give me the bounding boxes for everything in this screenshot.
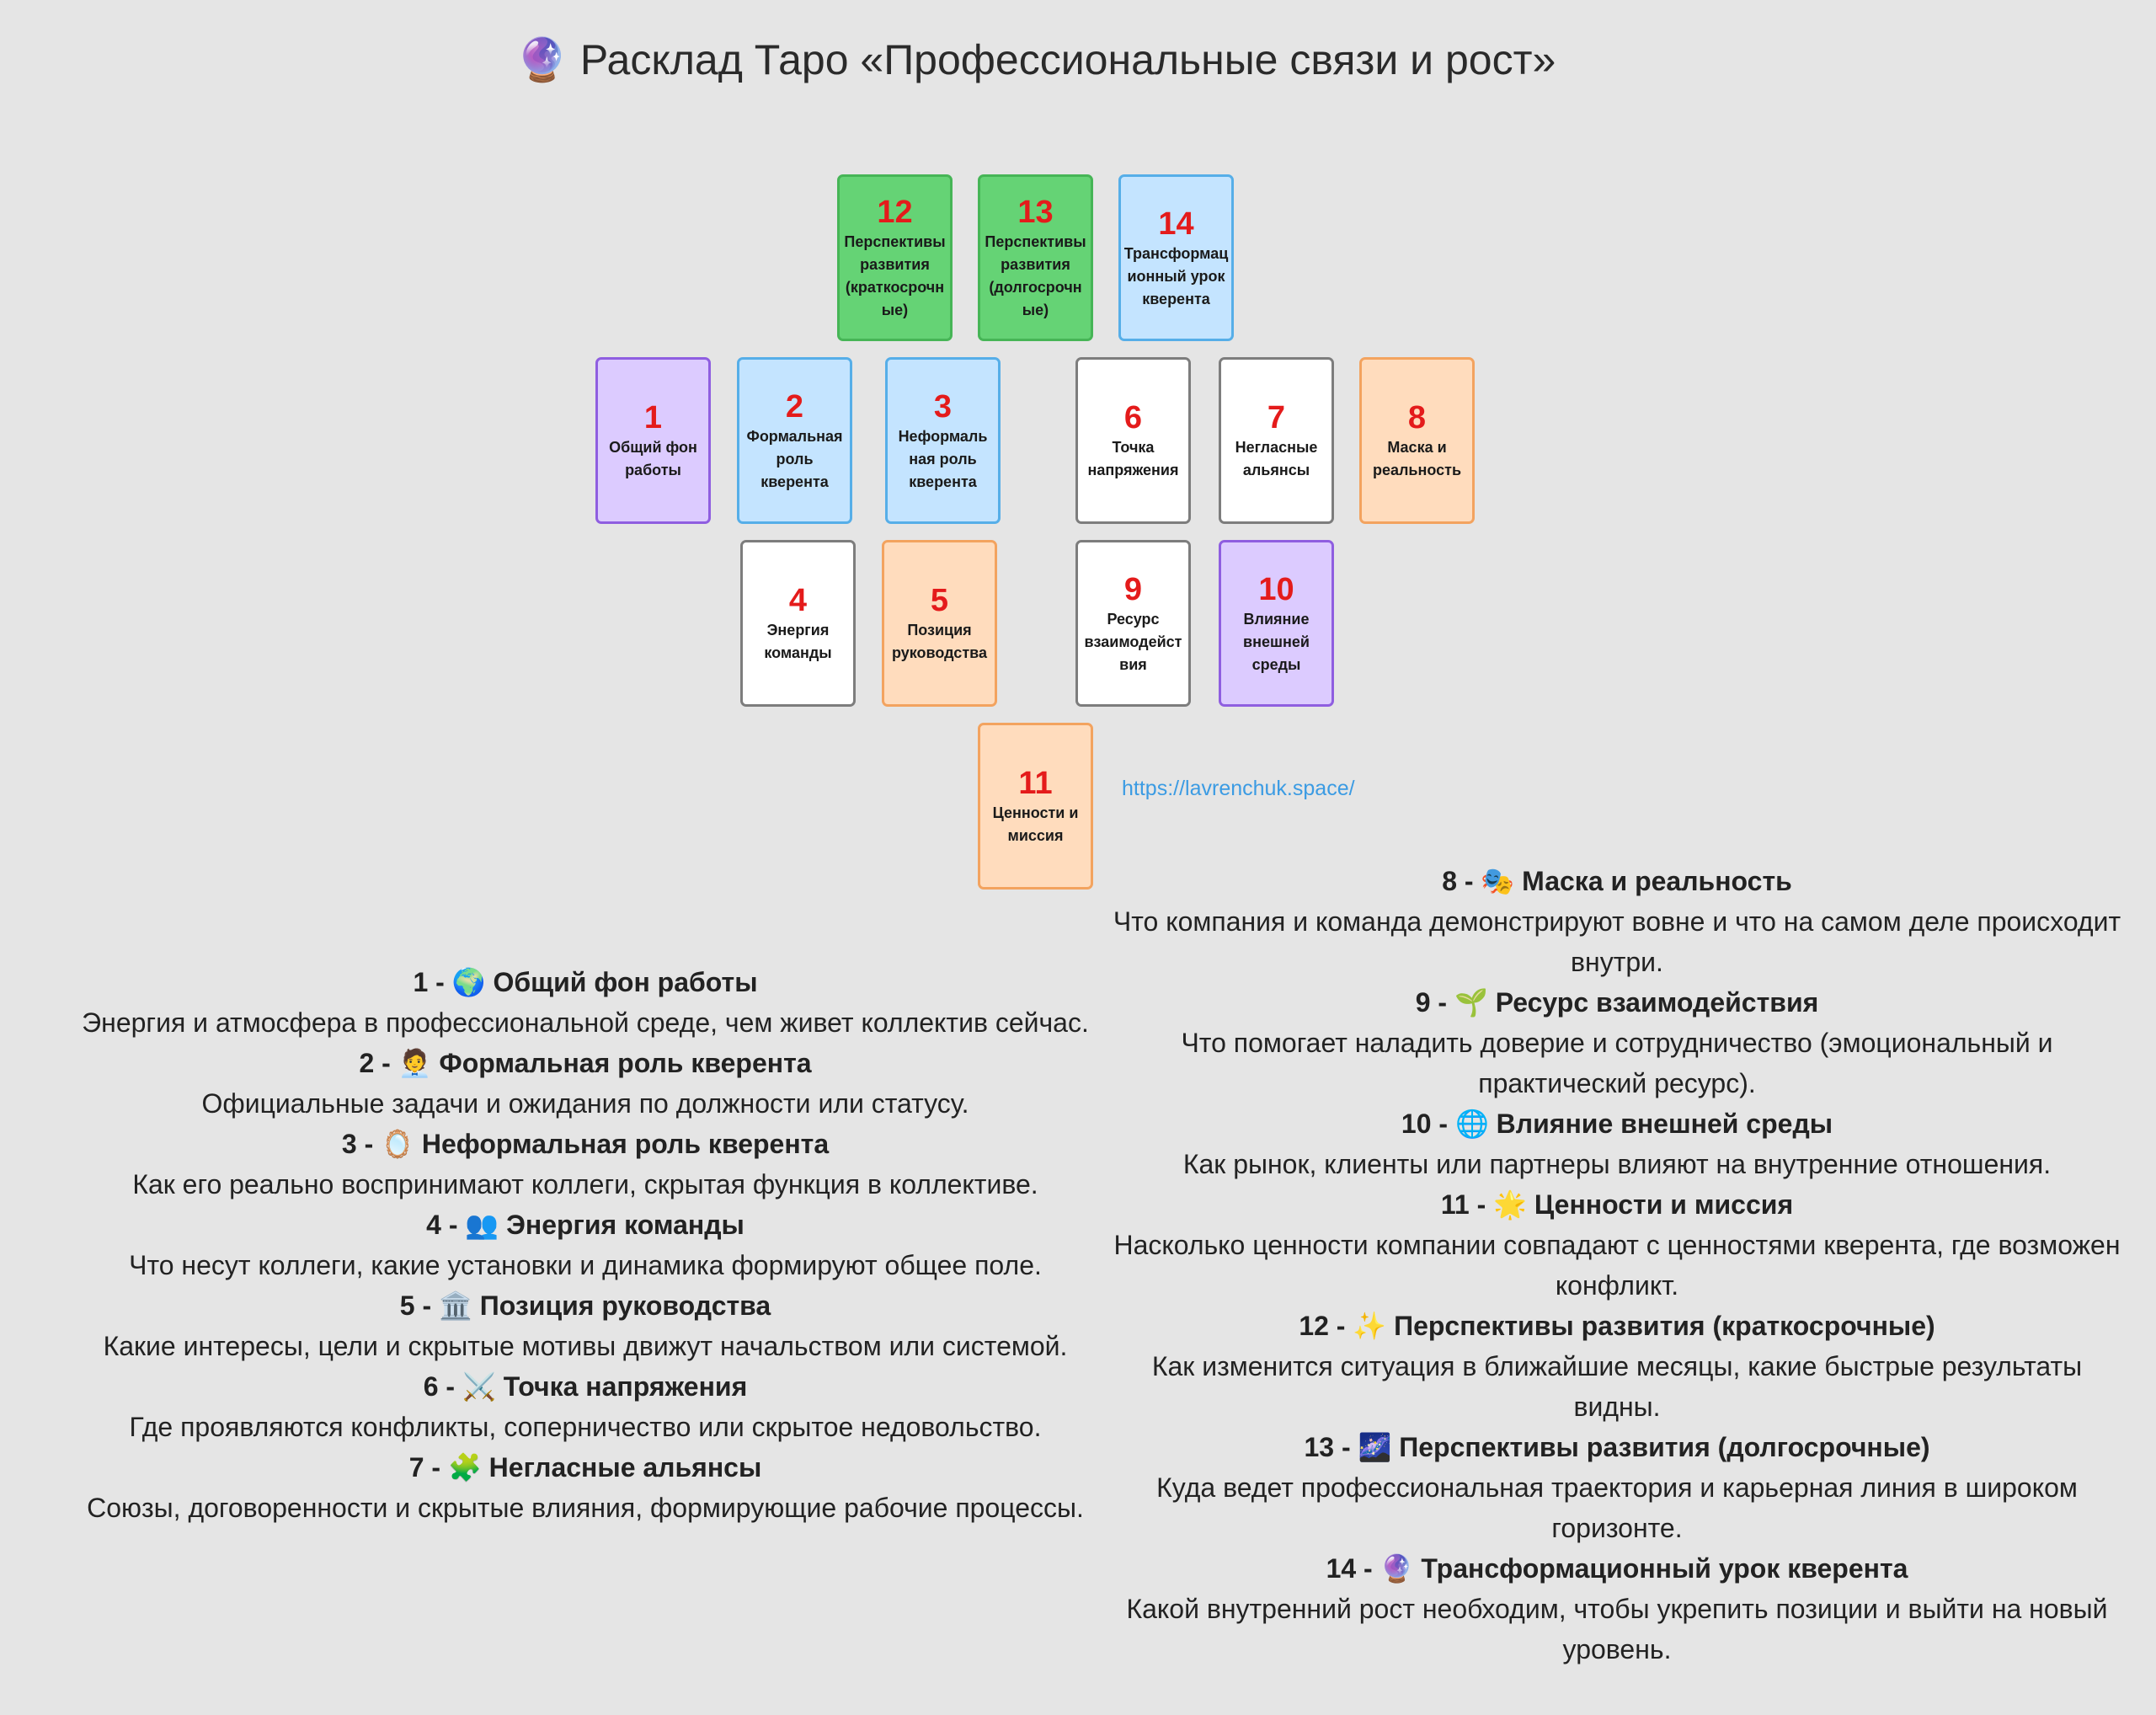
card-label: Перспективы развития (краткосрочн ые) — [844, 233, 946, 318]
card-number: 8 — [1407, 400, 1427, 435]
card-label: Энергия команды — [764, 622, 832, 661]
description-text: Как изменится ситуация в ближайшие месяц… — [1151, 1351, 2083, 1422]
description-title: 9 - 🌱 Ресурс взаимодействия — [1415, 987, 1819, 1018]
description-text: Энергия и атмосфера в профессиональной с… — [82, 1007, 1089, 1038]
card-number: 4 — [788, 583, 808, 618]
description-title: 12 - ✨ Перспективы развития (краткосрочн… — [1299, 1311, 1935, 1341]
description-text: Что компания и команда демонстрируют вов… — [1113, 906, 2121, 977]
card-number: 3 — [933, 388, 953, 425]
description-title: 11 - 🌟 Ценности и миссия — [1440, 1189, 1794, 1220]
card-label: Ценности и миссия — [992, 804, 1079, 844]
description-title: 6 - ⚔️ Точка напряжения — [423, 1371, 748, 1402]
description-title: 3 - 🪞 Неформальная роль кверента — [341, 1129, 830, 1159]
card-label: Общий фон работы — [609, 439, 697, 478]
description-title: 4 - 👥 Энергия команды — [426, 1210, 744, 1240]
description-text: Какие интересы, цели и скрытые мотивы дв… — [103, 1331, 1068, 1361]
card-label: Перспективы развития (долгосрочн ые) — [985, 233, 1086, 318]
card-number: 2 — [785, 388, 804, 425]
description-text: Где проявляются конфликты, соперничество… — [129, 1412, 1042, 1442]
website-link[interactable]: https://lavrenchuk.space/ — [1122, 777, 1355, 800]
card-label: Точка напряжения — [1087, 439, 1179, 478]
card-number: 11 — [1018, 766, 1053, 801]
card-label: Позиция руководства — [892, 622, 987, 661]
card-label: Ресурс взаимодейст вия — [1084, 610, 1182, 673]
card-number: 10 — [1258, 571, 1294, 607]
card-label: Формальная роль кверента — [746, 427, 843, 490]
description-text: Куда ведет профессиональная траектория и… — [1156, 1472, 2078, 1543]
card-label: Неформаль ная роль кверента — [898, 427, 988, 490]
description-title: 5 - 🏛️ Позиция руководства — [399, 1290, 771, 1321]
card-number: 5 — [930, 583, 949, 618]
card-number: 7 — [1267, 400, 1286, 435]
page-title: 🔮 Расклад Таро «Профессиональные связи и… — [515, 36, 1556, 83]
description-text: Насколько ценности компании совпадают с … — [1113, 1230, 2121, 1301]
description-title: 2 - 🧑‍💼 Формальная роль кверента — [359, 1048, 812, 1078]
card-number: 12 — [877, 195, 913, 230]
description-text: Что несут коллеги, какие установки и дин… — [129, 1250, 1042, 1280]
card-label: Маска и реальность — [1372, 439, 1462, 478]
card-label: Влияние внешней среды — [1243, 610, 1310, 673]
description-text: Что помогает наладить доверие и сотрудни… — [1181, 1028, 2053, 1098]
card-number: 9 — [1123, 571, 1143, 607]
card-label: Трансформац ионный урок кверента — [1123, 244, 1229, 307]
description-text: Как его реально воспринимают коллеги, ск… — [132, 1169, 1038, 1199]
description-text: Официальные задачи и ожидания по должнос… — [201, 1088, 969, 1119]
description-title: 8 - 🎭 Маска и реальность — [1442, 866, 1792, 896]
description-title: 10 - 🌐 Влияние внешней среды — [1401, 1109, 1833, 1139]
description-title: 14 - 🔮 Трансформационный урок кверента — [1326, 1553, 1908, 1584]
description-title: 13 - 🌌 Перспективы развития (долгосрочны… — [1304, 1432, 1930, 1462]
description-text: Как рынок, клиенты или партнеры влияют н… — [1182, 1149, 2052, 1179]
card-number: 14 — [1158, 206, 1194, 242]
description-title: 7 - 🧩 Негласные альянсы — [408, 1452, 762, 1483]
card-number: 6 — [1123, 400, 1143, 435]
description-text: Какой внутренний рост необходим, чтобы у… — [1126, 1594, 2108, 1664]
description-title: 1 - 🌍 Общий фон работы — [413, 967, 758, 997]
card-number: 13 — [1017, 195, 1054, 230]
description-text: Союзы, договоренности и скрытые влияния,… — [87, 1493, 1084, 1523]
card-number: 1 — [643, 400, 663, 435]
card-label: Негласные альянсы — [1235, 439, 1318, 478]
